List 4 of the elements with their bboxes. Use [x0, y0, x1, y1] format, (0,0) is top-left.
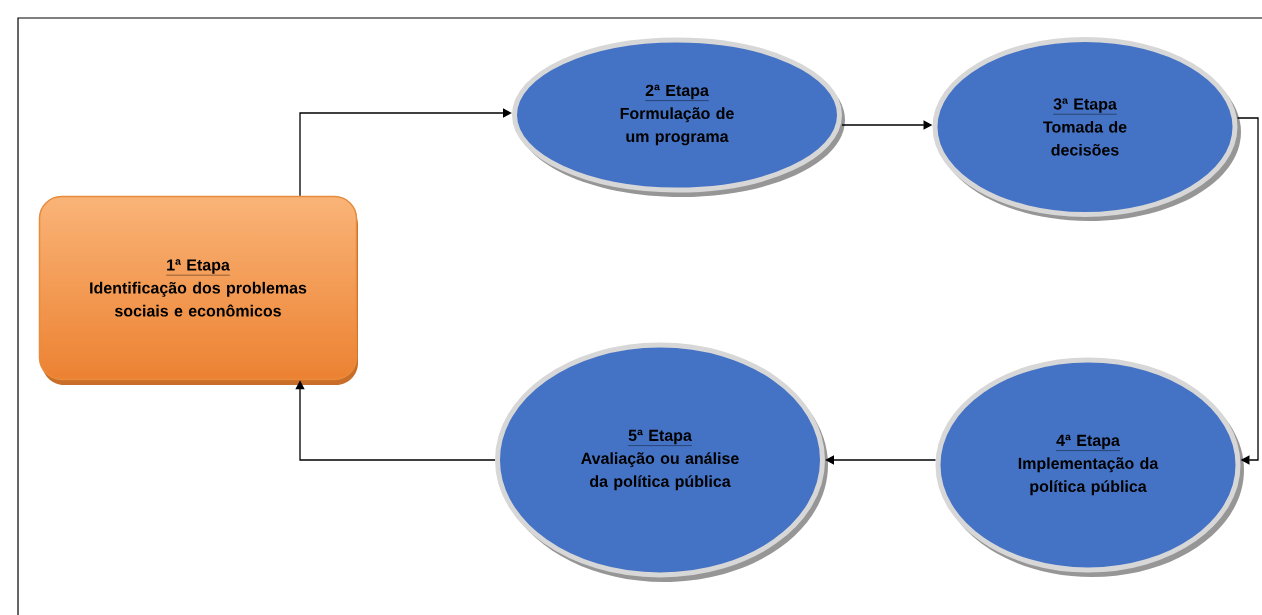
arrow [299, 108, 512, 197]
arrow [825, 455, 937, 465]
arrow [1236, 117, 1259, 465]
process-box: 1ª Etapa Identificação dos problemas sociais e econômicos [38, 195, 358, 381]
